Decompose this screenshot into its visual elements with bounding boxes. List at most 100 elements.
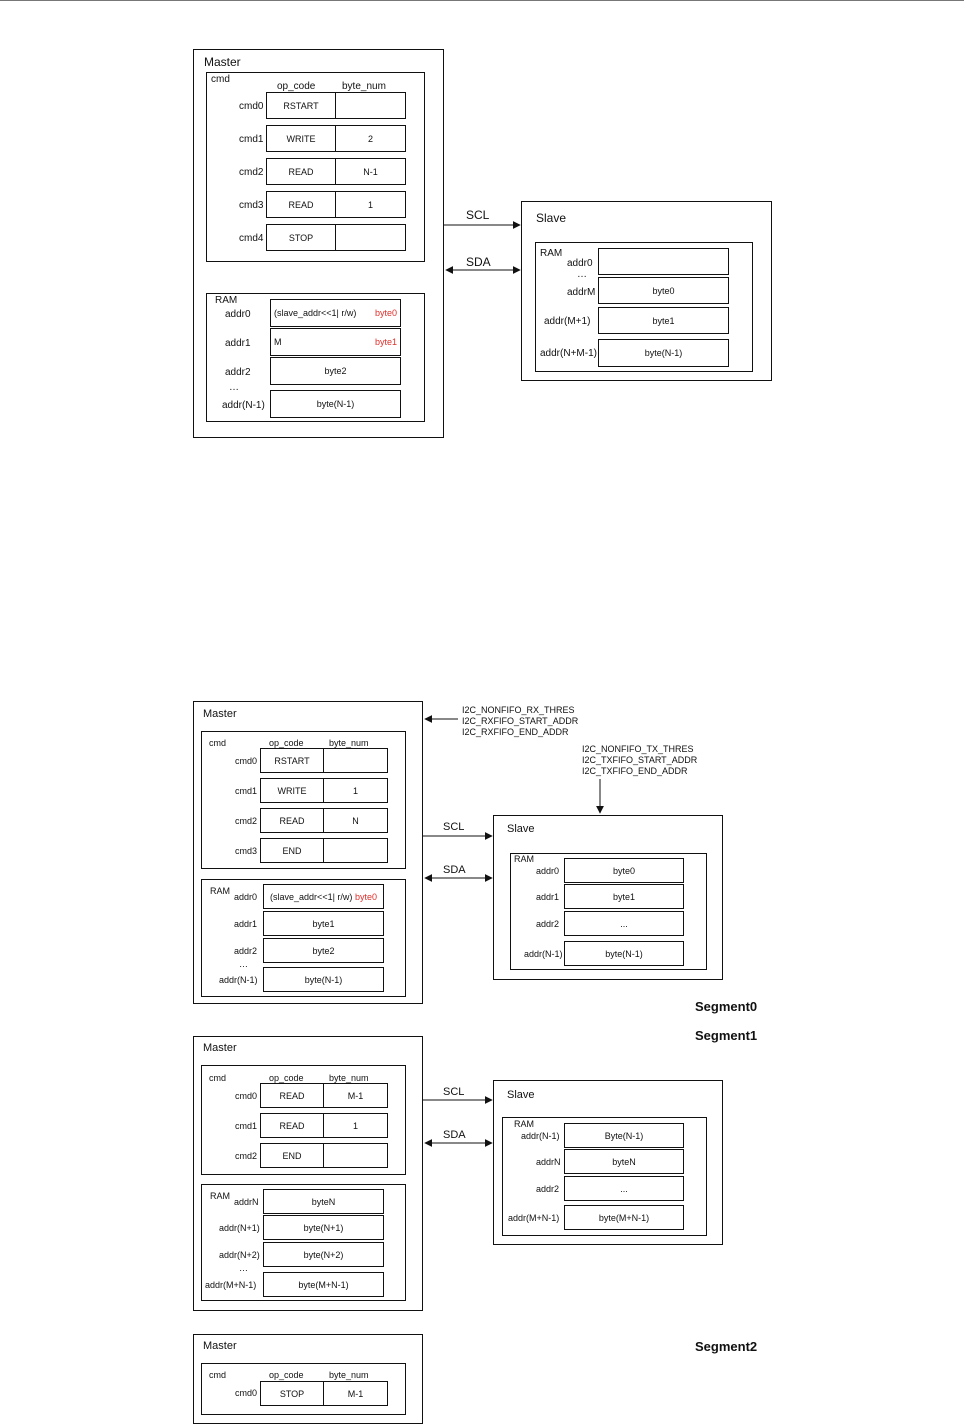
op-code-cell: READ xyxy=(260,1083,324,1108)
ram-title: RAM xyxy=(210,1191,230,1201)
rx-register-note: I2C_NONFIFO_RX_THRES xyxy=(462,705,575,715)
slave-ram-cell: byteN xyxy=(564,1149,684,1174)
byte-num-cell xyxy=(323,1143,388,1168)
cmd-name: cmd1 xyxy=(235,786,258,796)
ellipsis: … xyxy=(229,382,239,393)
byte-num-cell: 2 xyxy=(335,125,406,152)
slave-ram-cell: byte1 xyxy=(564,884,684,909)
ellipsis: … xyxy=(239,1263,248,1273)
ellipsis: … xyxy=(239,959,248,969)
slave-title: Slave xyxy=(507,823,535,835)
slave-ram-title: RAM xyxy=(540,248,563,259)
sda-label: SDA xyxy=(443,1129,466,1141)
cmd-name: cmd4 xyxy=(239,233,264,244)
tx-register-note: I2C_TXFIFO_END_ADDR xyxy=(582,766,688,776)
ram-cell: byteN xyxy=(263,1189,384,1214)
slave-addr: addr(M+1) xyxy=(544,316,591,327)
rx-register-note: I2C_RXFIFO_START_ADDR xyxy=(462,716,579,726)
segment-label: Segment0 xyxy=(695,999,758,1014)
byte-num-cell xyxy=(323,748,388,773)
byte-num-header: byte_num xyxy=(342,81,386,92)
ram-cell: byte(N-1) xyxy=(263,967,384,992)
ram-addr: addr(N+2) xyxy=(219,1250,260,1260)
slave-addr: addrN xyxy=(536,1157,561,1167)
op-code-cell: READ xyxy=(266,158,336,185)
slave-addr: addr1 xyxy=(536,892,560,902)
scl-label: SCL xyxy=(443,821,465,833)
op-code-cell: RSTART xyxy=(260,748,324,773)
slave-ram-title: RAM xyxy=(514,1119,534,1129)
tx-register-note: I2C_NONFIFO_TX_THRES xyxy=(582,744,694,754)
slave-addr: addr(N-1) xyxy=(521,1131,560,1141)
slave-ram-cell: ... xyxy=(564,911,684,936)
byte-num-cell: N-1 xyxy=(335,158,406,185)
byte-num-cell: 1 xyxy=(335,191,406,218)
ram-cell: byte2 xyxy=(263,938,384,963)
ram-byte-label: byte1 xyxy=(374,337,397,347)
ram-value: (slave_addr<<1| r/w) xyxy=(270,891,353,902)
ram-cell: byte1 xyxy=(263,911,384,936)
ellipsis: … xyxy=(577,269,587,280)
ram-addr: addr(N+1) xyxy=(219,1223,260,1233)
byte-num-header: byte_num xyxy=(329,1073,369,1083)
sda-label: SDA xyxy=(466,255,491,269)
slave-title: Slave xyxy=(536,211,567,225)
cmd-title: cmd xyxy=(209,738,227,748)
ram-addr: addr1 xyxy=(225,338,251,349)
op-code-cell: STOP xyxy=(260,1381,324,1406)
byte-num-cell xyxy=(335,224,406,251)
op-code-header: op_code xyxy=(269,1370,304,1380)
ram-byte-label: byte0 xyxy=(374,308,397,318)
cmd-name: cmd3 xyxy=(239,200,264,211)
cmd-title: cmd xyxy=(211,74,230,85)
scl-label: SCL xyxy=(466,208,490,222)
slave-ram-title: RAM xyxy=(514,854,534,864)
slave-ram-cell: byte(M+N-1) xyxy=(564,1205,684,1230)
sda-label: SDA xyxy=(443,864,466,876)
rx-register-note: I2C_RXFIFO_END_ADDR xyxy=(462,727,569,737)
cmd-title: cmd xyxy=(209,1073,227,1083)
op-code-cell: READ xyxy=(266,191,336,218)
byte-num-cell: M-1 xyxy=(323,1083,388,1108)
cmd-name: cmd1 xyxy=(239,134,264,145)
slave-addr: addr(N+M-1) xyxy=(540,348,597,359)
ram-addr: addr2 xyxy=(234,946,258,956)
ram-cell: byte(M+N-1) xyxy=(263,1272,384,1297)
slave-addr: addr(N-1) xyxy=(524,949,563,959)
byte-num-cell: M-1 xyxy=(323,1381,388,1406)
byte-num-cell: 1 xyxy=(323,1113,388,1138)
ram-addr: addr1 xyxy=(234,919,258,929)
op-code-header: op_code xyxy=(277,81,316,92)
slave-addr: addr0 xyxy=(536,866,560,876)
ram-cell: (slave_addr<<1| r/w) byte0 xyxy=(263,884,384,909)
byte-num-cell xyxy=(335,92,406,119)
ram-cell: byte(N+1) xyxy=(263,1215,384,1240)
tx-register-note: I2C_TXFIFO_START_ADDR xyxy=(582,755,698,765)
ram-value: M xyxy=(274,337,282,347)
slave-addr: addr2 xyxy=(536,919,560,929)
page-top-rule xyxy=(0,0,964,1)
slave-ram-cell: byte(N-1) xyxy=(598,339,729,367)
cmd-name: cmd0 xyxy=(239,101,264,112)
ram-addr: addr2 xyxy=(225,367,251,378)
cmd-title: cmd xyxy=(209,1370,227,1380)
cmd-name: cmd0 xyxy=(235,1388,258,1398)
slave-ram-cell: byte1 xyxy=(598,307,729,334)
byte-num-cell xyxy=(323,838,388,863)
op-code-header: op_code xyxy=(269,1073,304,1083)
ram-addr: addr0 xyxy=(225,309,251,320)
scl-label: SCL xyxy=(443,1086,465,1098)
byte-num-header: byte_num xyxy=(329,738,369,748)
cmd-name: cmd0 xyxy=(235,756,258,766)
slave-addr: addrM xyxy=(567,287,596,298)
cmd-name: cmd1 xyxy=(235,1121,258,1131)
segment-label: Segment1 xyxy=(695,1028,758,1043)
master-title: Master xyxy=(203,1042,237,1054)
ram-value: (slave_addr<<1| r/w) xyxy=(274,308,357,318)
byte-num-header: byte_num xyxy=(329,1370,369,1380)
ram-title: RAM xyxy=(215,295,238,306)
slave-ram-cell: byte(N-1) xyxy=(564,941,684,966)
ram-title: RAM xyxy=(210,886,230,896)
